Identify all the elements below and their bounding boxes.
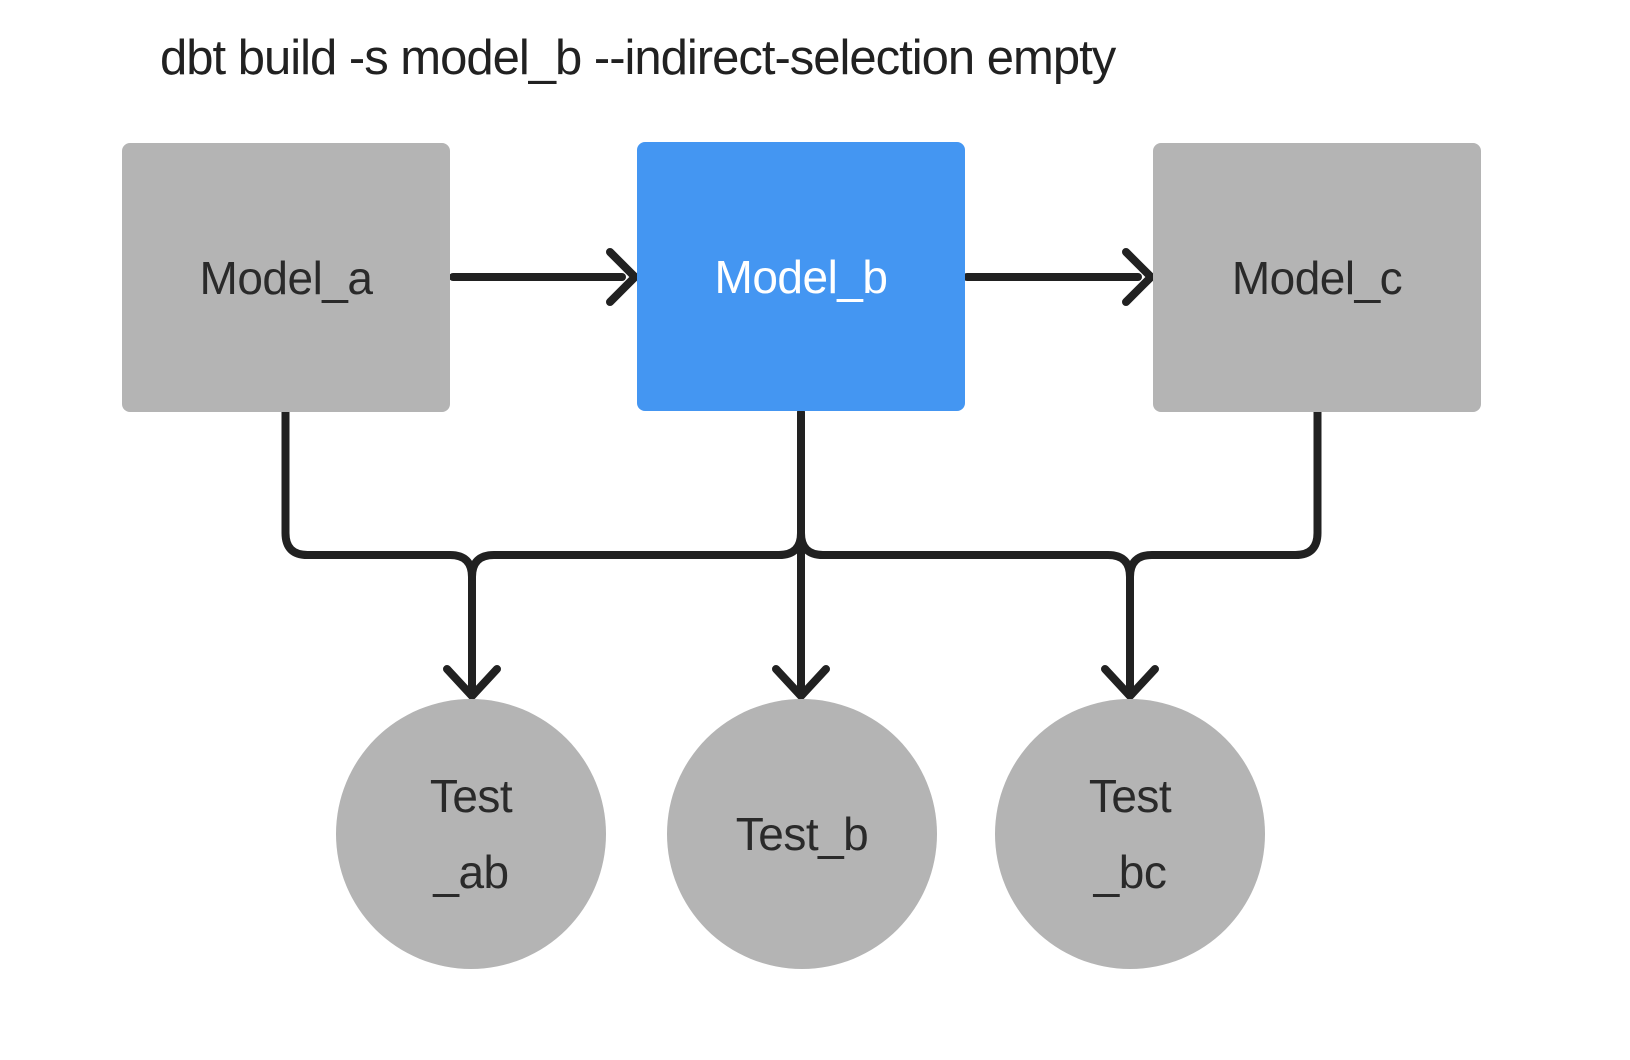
node-model-c-label: Model_c <box>1231 251 1403 304</box>
node-test-b-label-line1: Test_b <box>735 808 869 860</box>
arrowhead-icon-test-ab <box>443 665 501 700</box>
node-test-ab-label-line1: Test <box>429 770 513 822</box>
diagram-title: dbt build -s model_b --indirect-selectio… <box>160 31 1116 85</box>
node-model-a: Model_a <box>122 143 450 412</box>
bus-segment-left <box>468 529 805 581</box>
node-test-b: Test_b <box>667 699 937 969</box>
node-test-ab: Test _ab <box>336 699 606 969</box>
bus-segment-right <box>797 529 1134 581</box>
node-test-ab-label-line2: _ab <box>433 846 509 898</box>
node-test-bc: Test _bc <box>995 699 1265 969</box>
edge-model-c-to-test-bc <box>1126 408 1322 692</box>
arrowhead-icon-model-b-to-model-c <box>1122 248 1155 306</box>
arrowhead-icon-test-b <box>772 665 830 700</box>
node-model-c: Model_c <box>1153 143 1481 412</box>
node-test-bc-label-line2: _bc <box>1093 846 1167 898</box>
arrowhead-icon-model-a-to-model-b <box>606 248 639 306</box>
node-model-a-label: Model_a <box>199 251 373 304</box>
node-test-bc-label-line1: Test <box>1088 770 1172 822</box>
node-model-b-label: Model_b <box>714 250 888 303</box>
node-model-b-selected: Model_b <box>637 142 965 411</box>
edge-model-a-to-test-ab <box>281 408 476 692</box>
arrowhead-icon-test-bc <box>1101 665 1159 700</box>
